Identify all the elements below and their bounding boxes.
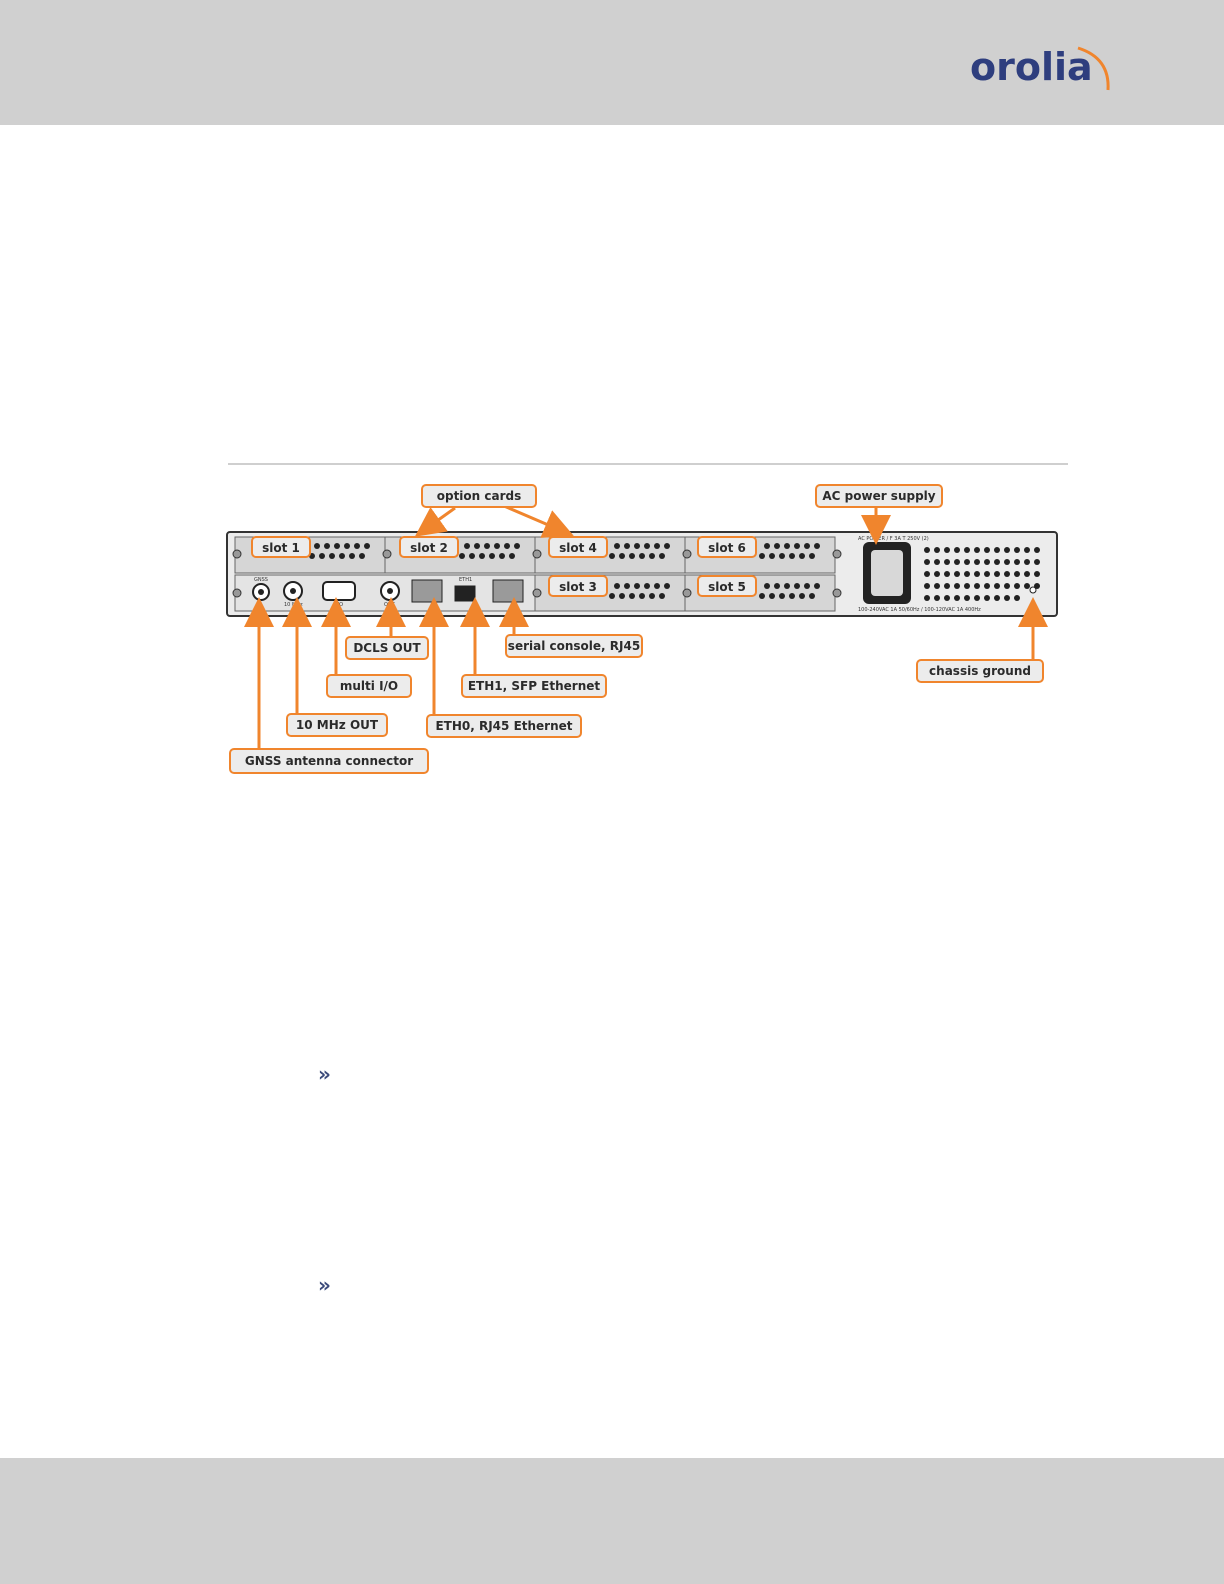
panel-screws xyxy=(232,549,842,598)
page-header-band xyxy=(0,0,1224,125)
eth1-sfp-port xyxy=(454,585,476,602)
power-section xyxy=(863,542,1040,604)
panel-label-10mhz: 10 MHz xyxy=(284,602,303,608)
callout-chassis-ground: chassis ground xyxy=(929,664,1031,678)
bullet-glyph-1: » xyxy=(318,1062,331,1086)
orolia-logo: orolia xyxy=(970,45,1110,91)
rear-panel-figure: GNSS 10 MHz I/O OUT ETH1 AC POWER / F 3A… xyxy=(226,484,1058,774)
figure-top-rule xyxy=(228,463,1068,465)
callout-multi-io: multi I/O xyxy=(340,679,398,693)
callout-10mhz-out: 10 MHz OUT xyxy=(296,718,379,732)
callout-dcls-out: DCLS OUT xyxy=(353,641,421,655)
callout-option-cards: option cards xyxy=(437,489,522,503)
panel-label-io: I/O xyxy=(336,602,343,608)
panel-label-gnss: GNSS xyxy=(254,577,268,583)
logo-text: orolia xyxy=(970,45,1093,89)
callout-slot-4: slot 4 xyxy=(559,541,597,555)
slot-vents xyxy=(309,543,820,599)
callout-gnss-antenna: GNSS antenna connector xyxy=(245,754,413,768)
callout-slot-6: slot 6 xyxy=(708,541,746,555)
panel-label-out: OUT xyxy=(384,602,396,608)
callout-eth1: ETH1, SFP Ethernet xyxy=(468,679,601,693)
panel-label-power-rating: AC POWER / F 3A T 250V (2) xyxy=(858,536,929,542)
panel-label-power-spec: 100-240VAC 1A 50/60Hz / 100-120VAC 1A 40… xyxy=(858,607,981,613)
io-connector xyxy=(322,581,356,601)
chassis-ground-terminal xyxy=(1029,586,1037,594)
panel-label-eth1: ETH1 xyxy=(459,577,472,583)
callout-boxes xyxy=(229,484,1044,774)
callout-slot-3: slot 3 xyxy=(559,580,597,594)
callout-eth0: ETH0, RJ45 Ethernet xyxy=(435,719,572,733)
callout-slot-5: slot 5 xyxy=(708,580,746,594)
callout-slot-2: slot 2 xyxy=(410,541,448,555)
page-footer-band xyxy=(0,1458,1224,1584)
callout-ac-power: AC power supply xyxy=(822,489,935,503)
bullet-glyph-2: » xyxy=(318,1273,331,1297)
callout-slot-1: slot 1 xyxy=(262,541,300,555)
serial-console-port xyxy=(492,579,524,603)
callout-arrows xyxy=(244,504,1048,749)
callout-serial-console: serial console, RJ45 xyxy=(508,639,640,653)
eth0-port xyxy=(411,579,443,603)
